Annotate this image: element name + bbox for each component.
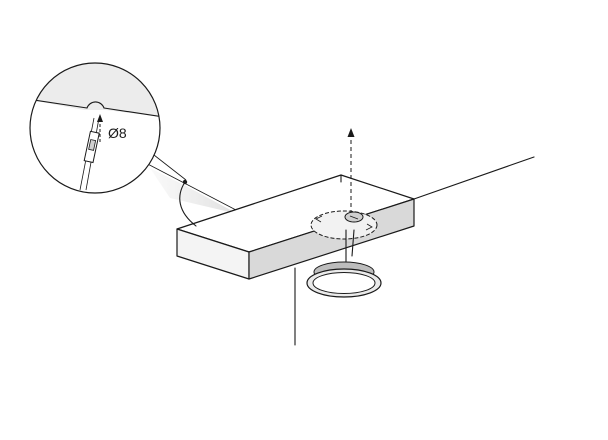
shelf-board <box>176 174 415 280</box>
insert-direction-arrow <box>347 128 355 212</box>
downlight-lamp <box>306 261 382 298</box>
hole-diameter-label: Ø8 <box>108 125 127 141</box>
cable-entry-point <box>182 179 188 185</box>
lamp-wire <box>345 229 355 263</box>
power-cable <box>179 181 197 227</box>
detail-projection-shade <box>150 168 238 214</box>
wall-lines <box>294 156 535 346</box>
detail-magnifier: Ø8 <box>29 62 161 194</box>
recess-cutout <box>310 210 378 240</box>
